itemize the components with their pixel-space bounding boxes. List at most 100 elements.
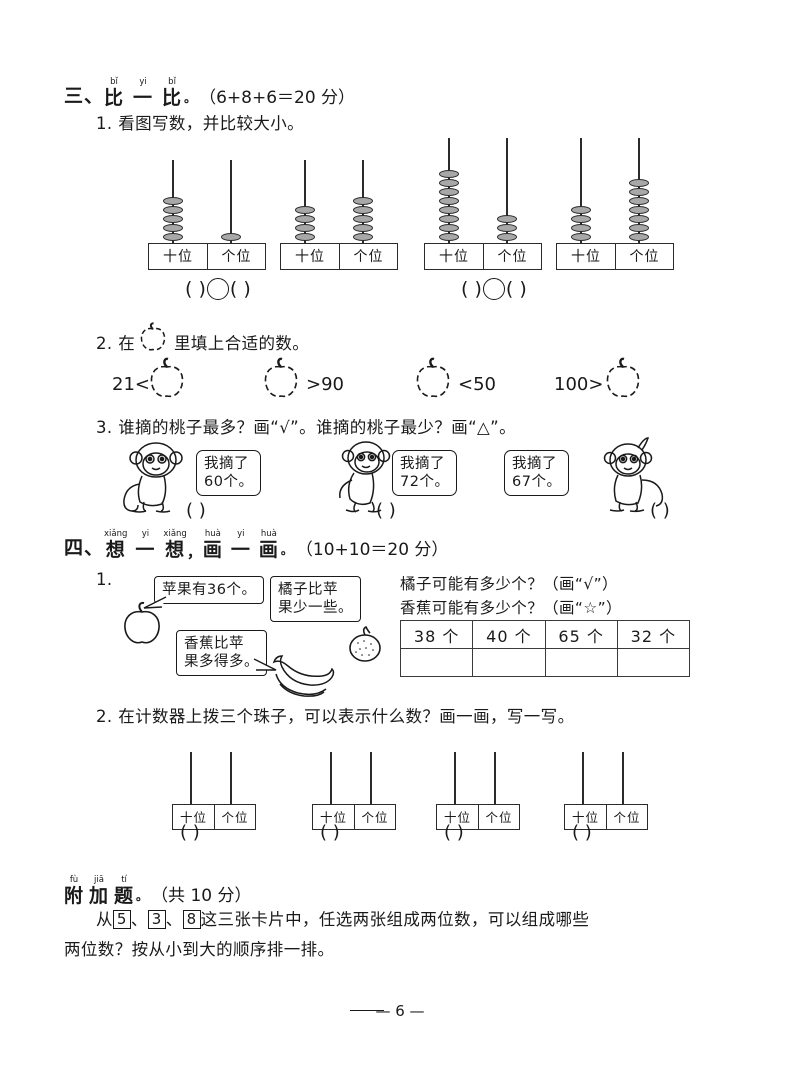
abacus-bead	[497, 215, 517, 223]
number-card-5[interactable]: 5	[112, 910, 131, 930]
abacus-bead	[629, 215, 649, 223]
abacus-bead	[497, 233, 517, 241]
orange-icon	[344, 624, 386, 666]
table-answer-cell[interactable]	[472, 648, 546, 677]
section-3-period: 。	[184, 90, 198, 105]
table-answer-cell[interactable]	[544, 648, 618, 677]
compare-row-1: ( ) ( )	[185, 278, 251, 300]
monkey-answer-1[interactable]: ( )	[186, 500, 206, 521]
section-4-char-2: xiǎng 想	[163, 529, 187, 561]
section-3-q1-text: 1. 看图写数，并比较大小。	[96, 114, 305, 133]
apple-compare-1-left: 21<	[112, 374, 150, 395]
section-3-heading: 三、 bǐ 比 yi 一 bǐ 比 。 （6+8+6＝20 分）	[64, 78, 355, 108]
abacus-bead	[353, 233, 373, 241]
bonus-heading: fù 附 jiā 加 tí 题 。 （共 10 分）	[64, 876, 252, 906]
answer-blank-right[interactable]: ( )	[229, 278, 251, 300]
abacus-rod-tens	[580, 138, 582, 243]
apple-blank-4[interactable]	[600, 355, 646, 403]
abacus-bead	[353, 206, 373, 214]
banana-icon	[266, 648, 340, 698]
monkey-bubble-2: 我摘了 72个。	[392, 450, 458, 497]
apple-blank-2[interactable]	[258, 355, 304, 403]
bonus-text-line2: 两位数？按从小到大的顺序排一排。	[64, 940, 335, 959]
bonus-sep-1: 、	[130, 910, 148, 929]
comparison-circle[interactable]	[206, 278, 229, 300]
abacus-bead	[629, 233, 649, 241]
abacus-bead	[439, 197, 459, 205]
empty-abacus-answer-4[interactable]: ( )	[572, 822, 592, 843]
place-ones-label: 个位	[214, 805, 255, 829]
place-value-row: 十位 个位	[148, 243, 266, 270]
place-value-row: 十位 个位	[564, 804, 648, 830]
place-ones-label: 个位	[354, 805, 395, 829]
abacus-83: 十位 个位	[424, 138, 542, 270]
abacus-bead	[295, 206, 315, 214]
monkey-answer-3[interactable]: ( )	[650, 500, 670, 521]
empty-abacus-2[interactable]: 十位 个位	[312, 752, 396, 830]
abacus-45: 十位 个位	[280, 160, 398, 270]
place-ones-label: 个位	[483, 244, 541, 269]
apple-blank-3[interactable]	[410, 355, 456, 403]
abacus-bead	[439, 206, 459, 214]
section-4-comma: ，	[186, 542, 203, 561]
apple-compare-3-right: <50	[458, 374, 496, 395]
abacus-rod-ones	[494, 752, 496, 804]
place-value-row: 十位 个位	[424, 243, 542, 270]
abacus-51: 十位 个位	[148, 160, 266, 270]
section-4-score: （10+10＝20 分）	[295, 539, 449, 560]
answer-blank-left[interactable]: ( )	[461, 278, 482, 300]
abacus-bead	[571, 206, 591, 214]
table-header-row: 38 个 40 个 65 个 32 个	[399, 620, 691, 649]
apple-compare-2-right: >90	[306, 374, 344, 395]
number-card-8[interactable]: 8	[182, 910, 201, 930]
abacus-bead	[571, 215, 591, 223]
answer-blank-left[interactable]: ( )	[185, 278, 206, 300]
place-value-row: 十位 个位	[312, 804, 396, 830]
table-cell: 40 个	[472, 620, 546, 649]
empty-abacus-answer-1[interactable]: ( )	[180, 822, 200, 843]
table-answer-row	[399, 648, 691, 677]
comparison-circle[interactable]	[482, 278, 505, 300]
place-tens-label: 十位	[571, 249, 601, 265]
bonus-text-a: 从	[96, 910, 113, 929]
abacus-bead	[629, 179, 649, 187]
place-ones-label: 个位	[478, 805, 519, 829]
table-answer-cell[interactable]	[399, 648, 474, 677]
table-cell: 65 个	[544, 620, 618, 649]
footer-rule-left	[350, 1010, 384, 1012]
place-value-row: 十位 个位	[280, 243, 398, 270]
section-3-char-0: bǐ 比	[104, 77, 125, 109]
table-answer-cell[interactable]	[616, 648, 691, 677]
place-ones-label: 个位	[615, 244, 673, 269]
banana-speech-bubble: 香蕉比苹 果多得多。	[176, 630, 267, 677]
answer-blank-right[interactable]: ( )	[505, 278, 527, 300]
bonus-period: 。	[136, 888, 150, 903]
section-4-index: 四、	[64, 536, 105, 559]
empty-abacus-4[interactable]: 十位 个位	[564, 752, 648, 830]
bonus-char-1: jiā 加	[89, 875, 110, 907]
section-3-index: 三、	[64, 84, 105, 107]
abacus-bead	[163, 233, 183, 241]
apple-blank-1[interactable]	[144, 355, 190, 403]
abacus-rod-tens	[304, 160, 306, 243]
abacus-bead	[571, 224, 591, 232]
empty-abacus-answer-3[interactable]: ( )	[444, 822, 464, 843]
monkey-icon-1	[112, 440, 194, 513]
section-3-score: （6+8+6＝20 分）	[199, 87, 356, 108]
abacus-bead	[629, 188, 649, 196]
bonus-char-2: tí 题	[114, 875, 135, 907]
number-card-3[interactable]: 3	[147, 910, 166, 930]
abacus-bead	[439, 179, 459, 187]
section-4-q2-text: 2. 在计数器上拨三个珠子，可以表示什么数？画一画，写一写。	[96, 707, 575, 726]
place-ones-label: 个位	[207, 244, 265, 269]
empty-abacus-1[interactable]: 十位 个位	[172, 752, 256, 830]
compare-row-2: ( ) ( )	[461, 278, 527, 300]
place-value-row: 十位 个位	[436, 804, 520, 830]
abacus-bead	[439, 170, 459, 178]
monkey-answer-2[interactable]: ( )	[376, 500, 396, 521]
empty-abacus-answer-2[interactable]: ( )	[320, 822, 340, 843]
abacus-bead	[221, 233, 241, 241]
empty-abacus-3[interactable]: 十位 个位	[436, 752, 520, 830]
